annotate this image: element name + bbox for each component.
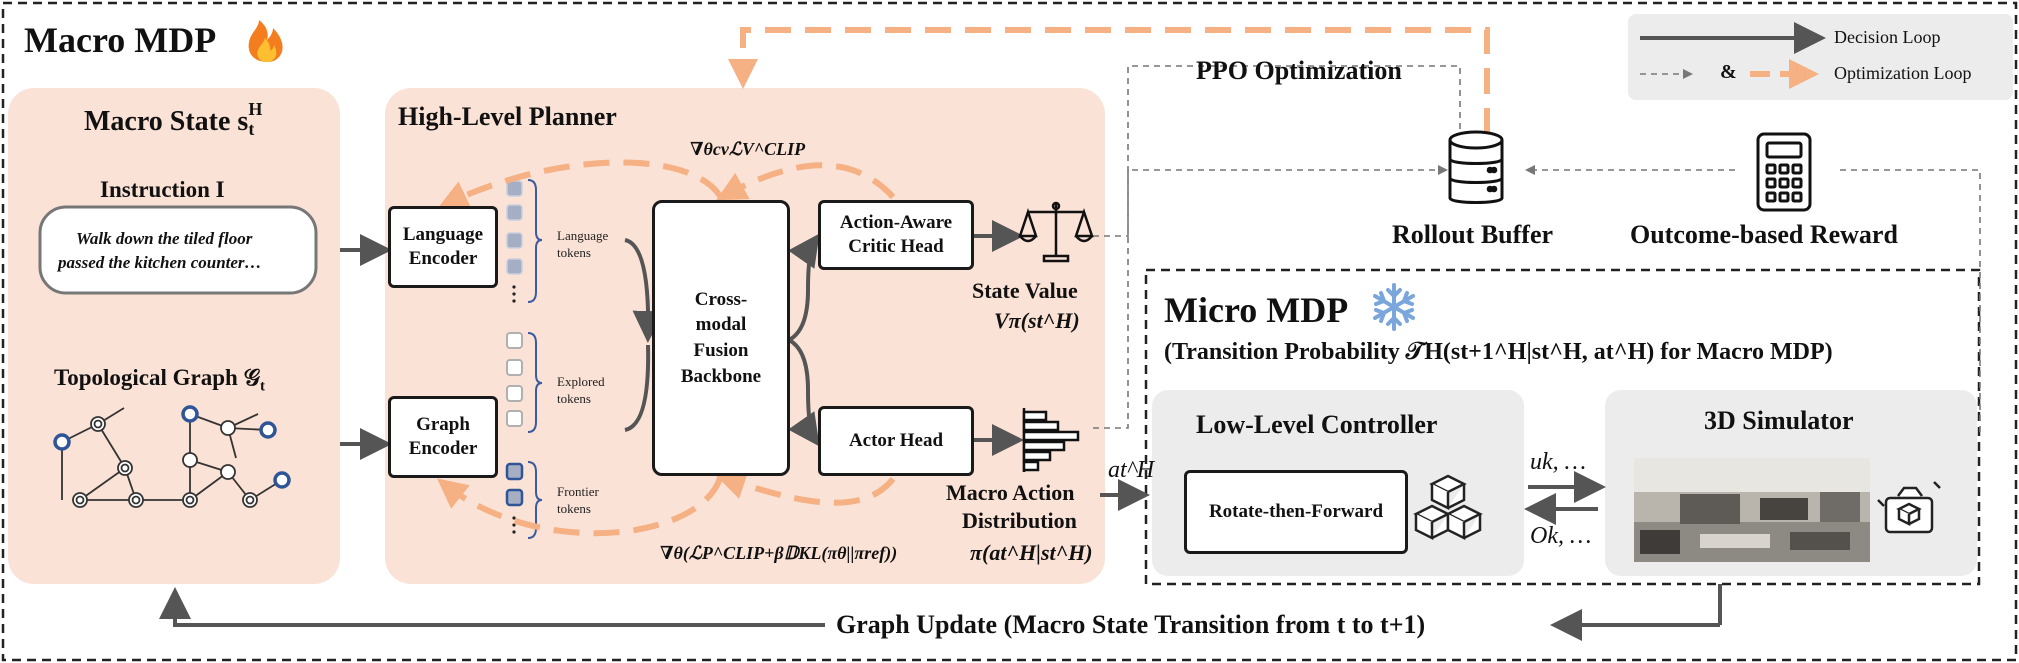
- token-ellipsis: [512, 285, 516, 534]
- graph-encoder-line2: Encoder: [408, 438, 478, 459]
- macro-mdp-title: Macro MDP: [24, 20, 217, 60]
- o-label: Ok, …: [1530, 523, 1592, 549]
- fusion-backbone-box: Cross- modal Fusion Backbone: [652, 200, 790, 476]
- graph-nodes-frontier: [53, 405, 291, 489]
- legend-and: &: [1720, 61, 1737, 83]
- legend-optimization-label: Optimization Loop: [1834, 63, 1972, 83]
- macro-action-label-2: Distribution: [962, 508, 1077, 533]
- actor-head-box: Actor Head: [818, 406, 974, 476]
- balance-scale-icon: [1018, 201, 1094, 263]
- u-label: uk, …: [1530, 449, 1586, 475]
- calculator-icon: [1756, 132, 1812, 212]
- snowflake-icon: [1373, 283, 1415, 331]
- language-encoder-line1: Language: [402, 224, 484, 246]
- language-token-squares: [506, 180, 523, 275]
- rotate-then-forward-box: Rotate-then-Forward: [1184, 470, 1408, 554]
- transition-probability: (Transition Probability 𝒯H(st+1^H|st^H, …: [1164, 339, 1833, 365]
- instruction-text-line2: passed the kitchen counter…: [58, 253, 262, 272]
- macro-action-formula: π(at^H|st^H): [970, 540, 1093, 565]
- flame-icon: [248, 20, 283, 62]
- graph-update-label: Graph Update (Macro State Transition fro…: [836, 610, 1426, 639]
- data-flow-dashed-lines: [1093, 65, 1981, 433]
- token-to-backbone-arrows: [624, 238, 665, 432]
- graph-nodes-explored: [72, 416, 258, 508]
- instruction-label: Instruction I: [100, 177, 225, 202]
- ppo-optimization-loop: [728, 27, 1490, 134]
- ppo-optimization-label: PPO Optimization: [1196, 56, 1402, 85]
- graph-encoder-box: Graph Encoder: [388, 396, 498, 478]
- language-encoder-line2: Encoder: [408, 248, 478, 269]
- state-value-label: State Value: [972, 278, 1078, 303]
- graph-encoder-line1: Graph: [416, 414, 470, 436]
- outcome-reward-label: Outcome-based Reward: [1630, 220, 1898, 249]
- instruction-box: [38, 205, 318, 295]
- state-value-formula: Vπ(st^H): [994, 308, 1080, 333]
- micro-mdp-title: Micro MDP: [1164, 290, 1349, 330]
- macro-state-panel: [8, 88, 340, 584]
- rollout-buffer-label: Rollout Buffer: [1392, 220, 1554, 249]
- simulator-panorama: [1634, 458, 1870, 562]
- backbone-to-heads-arrows: [787, 233, 820, 447]
- critic-gradient: ∇θcvℒV^CLIP: [690, 139, 806, 159]
- database-icon: [1448, 130, 1504, 204]
- histogram-icon: [1022, 408, 1080, 472]
- graph-label: Topological Graph 𝒢t: [54, 365, 265, 395]
- legend-decision-label: Decision Loop: [1834, 27, 1941, 47]
- explored-token-squares: [506, 332, 523, 427]
- actor-gradient: ∇θ(ℒP^CLIP+β𝔻KL(πθ||πref)): [660, 543, 898, 563]
- optimization-loop-arcs: [436, 159, 896, 537]
- language-encoder-box: Language Encoder: [388, 206, 498, 288]
- critic-head-box: Action-Aware Critic Head: [818, 200, 974, 270]
- action-symbol: at^H: [1108, 457, 1155, 483]
- planner-heading: High-Level Planner: [398, 102, 617, 131]
- micro-mdp-border: [1144, 268, 1981, 586]
- instruction-text-line1: Walk down the tiled floor: [76, 229, 253, 248]
- macro-action-label-1: Macro Action: [946, 480, 1075, 505]
- token-braces: [527, 179, 543, 539]
- simulator-label: 3D Simulator: [1704, 406, 1854, 435]
- blocks-icon: [1413, 474, 1483, 541]
- low-level-controller-label: Low-Level Controller: [1196, 410, 1438, 439]
- graph-update-return: [159, 587, 825, 627]
- frontier-token-squares: [505, 462, 524, 507]
- camera-cube-icon: [1877, 481, 1941, 534]
